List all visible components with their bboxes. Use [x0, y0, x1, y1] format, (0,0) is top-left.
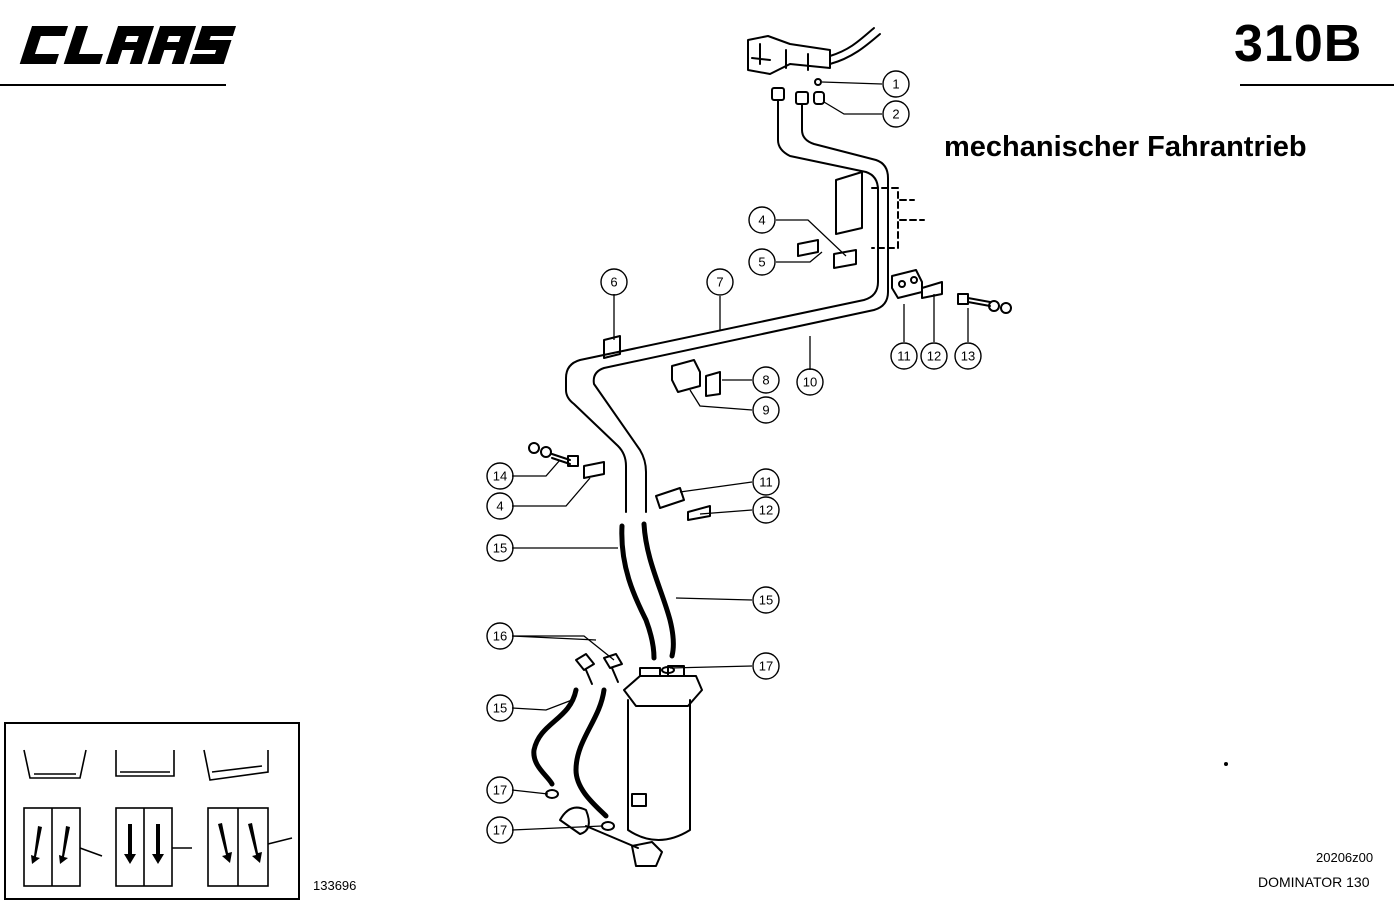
o-ring-item-1	[814, 78, 822, 86]
hose-nut-right	[795, 91, 809, 105]
arrow-icon	[31, 826, 42, 864]
callout-5: 5	[758, 255, 765, 270]
callout-12-lower: 12	[759, 503, 773, 518]
hose-15-left	[619, 523, 657, 661]
callout-4-lower: 4	[496, 499, 503, 514]
cap-item-2	[813, 91, 825, 105]
pipe-clamp-11-upper	[891, 269, 923, 299]
arrow-icon	[152, 824, 164, 864]
clamp-plate-5	[797, 239, 819, 257]
variant-selection-panel	[4, 722, 300, 900]
drive-unit-housing	[559, 665, 703, 867]
callout-15b: 15	[759, 593, 773, 608]
machine-model: DOMINATOR 130	[1258, 874, 1370, 890]
diagram-subtitle: mechanischer Fahrantrieb	[944, 131, 1307, 163]
arrow-icon	[124, 824, 136, 864]
document-number: 133696	[313, 878, 357, 893]
callout-15c: 15	[493, 701, 507, 716]
callout-16: 16	[493, 629, 507, 644]
clamp-plate-4-lower	[583, 461, 605, 479]
bolt-item-13	[957, 293, 1012, 314]
callout-11: 11	[897, 349, 911, 364]
pipe-line-7	[565, 99, 879, 513]
callout-9: 9	[762, 403, 769, 418]
clamp-plate-4	[833, 249, 857, 269]
pipe-line-10	[592, 103, 889, 513]
clamp-half-12-lower	[687, 505, 711, 521]
callout-6: 6	[610, 275, 617, 290]
callout-17c: 17	[493, 823, 507, 838]
trough-icon-3	[203, 749, 269, 781]
trough-icon-1	[23, 749, 87, 779]
callout-14: 14	[493, 469, 507, 484]
callout-13: 13	[961, 349, 975, 364]
clamp-half-8	[705, 371, 721, 397]
header-rule-left	[0, 84, 226, 86]
clip-item-6	[603, 335, 621, 359]
callout-11-lower: 11	[759, 475, 773, 490]
pipe-clamp-9	[671, 359, 701, 393]
callout-12: 12	[927, 349, 941, 364]
callout-4: 4	[758, 213, 765, 228]
callout-10: 10	[803, 375, 817, 390]
callout-7: 7	[716, 275, 723, 290]
hose-nut-left	[771, 87, 785, 101]
bolt-item-14	[528, 442, 579, 467]
hose-15-lower-left	[531, 687, 579, 787]
callout-8: 8	[762, 373, 769, 388]
hose-15-lower-right	[573, 687, 609, 819]
page-code: 310B	[1234, 15, 1363, 73]
mounting-bracket	[835, 171, 925, 249]
clamp-half-12-upper	[921, 281, 943, 299]
drawing-reference: 20206z00	[1316, 850, 1374, 865]
elbow-fitting-16a	[575, 653, 595, 685]
stray-dot	[1224, 762, 1228, 766]
arrow-icon	[248, 823, 262, 863]
callout-15a: 15	[493, 541, 507, 556]
trough-icon-2	[115, 750, 175, 777]
arrow-icon	[59, 826, 70, 864]
pipe-clamp-11-lower	[655, 487, 685, 509]
header-rule-right	[1240, 84, 1394, 86]
callout-1: 1	[892, 77, 899, 92]
arrow-icon	[218, 823, 232, 863]
callout-17b: 17	[493, 783, 507, 798]
top-fitting-block	[747, 27, 881, 75]
callout-labels	[486, 70, 982, 844]
o-ring-17c	[601, 821, 615, 831]
elbow-fitting-16b	[603, 653, 623, 683]
callout-17a: 17	[759, 659, 773, 674]
hose-15-right	[641, 521, 676, 659]
leader-lines	[511, 81, 969, 831]
claas-logo	[19, 26, 236, 64]
callout-2: 2	[892, 107, 899, 122]
